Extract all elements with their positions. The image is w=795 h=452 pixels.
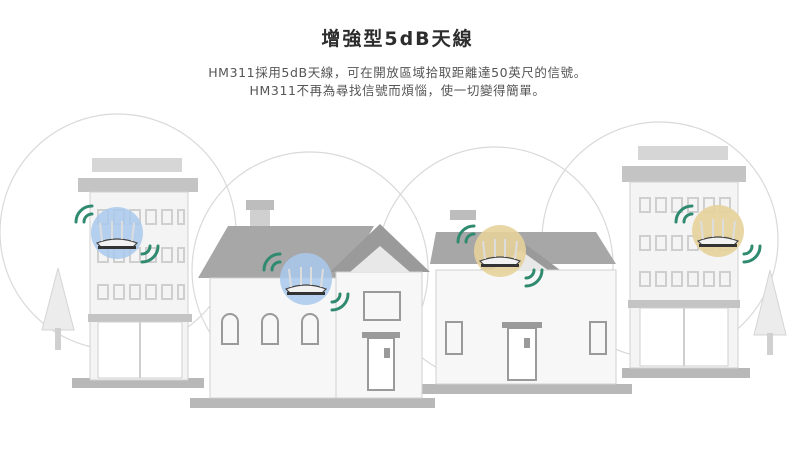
router-icon-4 [692, 205, 744, 257]
building-left [78, 158, 198, 381]
router-icon-3 [474, 225, 526, 277]
page-title: 增強型5dB天線 [321, 28, 474, 50]
description-line-2: HM311不再為尋找信號而煩惱，使一切變得簡單。 [249, 83, 546, 98]
building-right [622, 146, 746, 369]
description-line-1: HM311採用5dB天線，可在開放區域拾取距離達50英尺的信號。 [208, 65, 587, 80]
router-icon-2 [280, 253, 332, 305]
wifi-icon [74, 204, 762, 312]
router-icon-1 [91, 207, 143, 259]
tree-icon-right [753, 269, 787, 355]
tree-icon-left [41, 267, 75, 350]
building-house-center-left [198, 200, 430, 399]
